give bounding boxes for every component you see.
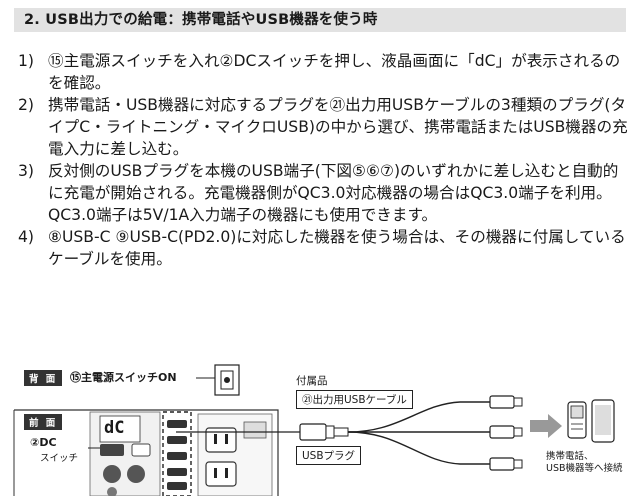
step-text: ⑧USB-C ⑨USB-C(PD2.0)に対応した機器を使う場合は、その機器に付… [48,228,626,268]
usb-port-group [162,411,192,496]
lightning-plug-icon [489,425,523,439]
step-number: 3) [18,162,35,180]
back-panel-tag: 背 面 [24,370,63,386]
micro-usb-plug-icon [489,457,523,471]
connection-diagram: 背 面 ⑮主電源スイッチON 前 面 ②DC スイッチ dC 付属品 ㉑出力用U… [0,352,640,496]
step-item: 1) ⑮主電源スイッチを入れ②DCスイッチを押し、液晶画面に「dC」が表示される… [18,50,628,94]
usb-cable-label: ㉑出力用USBケーブル [296,390,413,409]
step-item: 4) ⑧USB-C ⑨USB-C(PD2.0)に対応した機器を使う場合は、その機… [18,226,628,270]
smartphone-icon [591,399,615,443]
step-number: 2) [18,96,35,114]
ac-outlet [205,427,237,453]
dc-switch-sublabel: スイッチ [40,453,79,464]
diagram-drawing [13,364,615,496]
type-c-plug-icon [489,395,523,409]
power-switch-label: ⑮主電源スイッチON [70,371,177,384]
flip-phone-icon [567,401,587,439]
usb-plug-icon [299,423,349,441]
power-switch-icon [214,364,240,396]
arrow-right-icon [530,414,562,438]
usb-plug-label: USBプラグ [296,446,362,465]
front-panel-tag: 前 面 [24,414,63,430]
step-text: ⑮主電源スイッチを入れ②DCスイッチを押し、液晶画面に「dC」が表示されるのを確… [48,52,621,92]
step-number: 4) [18,228,35,246]
step-text: 反対側のUSBプラグを本機のUSB端子(下図⑤⑥⑦)のいずれかに差し込むと自動的… [48,162,619,224]
dc-switch-label: ②DC [30,436,57,449]
step-number: 1) [18,52,35,70]
instruction-steps: 1) ⑮主電源スイッチを入れ②DCスイッチを押し、液晶画面に「dC」が表示される… [18,50,628,270]
section-heading: 2. USB出力での給電：携帯電話やUSB機器を使う時 [14,8,626,32]
unit-front-panel [13,409,279,496]
step-item: 3) 反対側のUSBプラグを本機のUSB端子(下図⑤⑥⑦)のいずれかに差し込むと… [18,160,628,226]
dc-switch-button [100,444,124,456]
lcd-screen [99,415,141,443]
accessory-label: 付属品 [296,375,328,387]
lcd-display-text: dC [104,418,125,438]
step-item: 2) 携帯電話・USB機器に対応するプラグを㉑出力用USBケーブルの3種類のプラ… [18,94,628,160]
device-label-line2: USB機器等へ接続 [546,463,623,474]
step-text: 携帯電話・USB機器に対応するプラグを㉑出力用USBケーブルの3種類のプラグ(タ… [48,96,628,158]
device-label-line1: 携帯電話、 [546,451,594,462]
ac-outlet [205,461,237,487]
